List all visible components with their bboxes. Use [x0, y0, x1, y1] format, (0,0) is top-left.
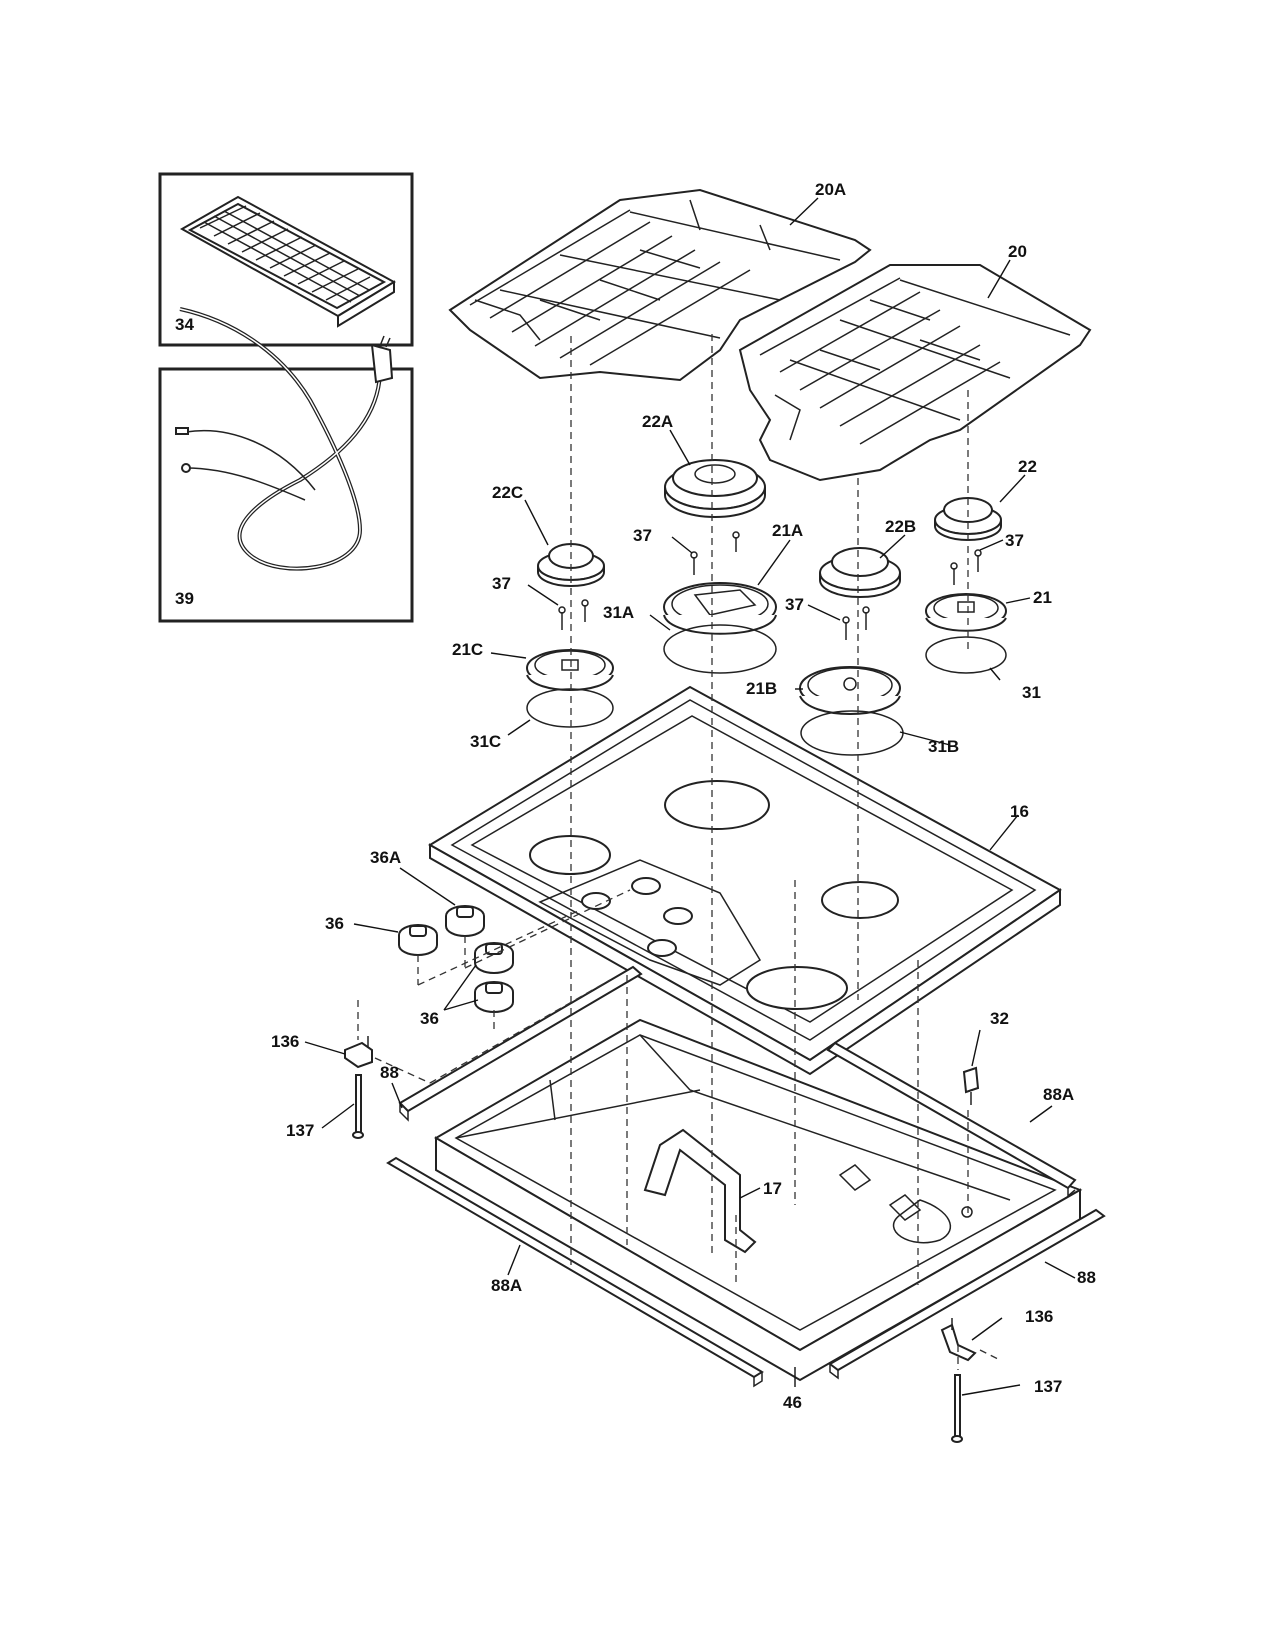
label-21a: 21A: [772, 521, 803, 540]
front-trim-88-right: [828, 1208, 1106, 1380]
knob-36a: [445, 905, 485, 937]
label-22b: 22B: [885, 517, 916, 536]
alignment-lines: [357, 334, 1001, 1370]
label-137-b: 137: [1034, 1377, 1062, 1396]
label-17: 17: [763, 1179, 782, 1198]
label-137-a: 137: [286, 1121, 314, 1140]
grate-20a: [448, 188, 872, 382]
label-37-b: 37: [492, 574, 511, 593]
label-136-a: 136: [271, 1032, 299, 1051]
knob-36-lower: [474, 981, 514, 1013]
label-37-d: 37: [1005, 531, 1024, 550]
gasket-31c: [526, 688, 614, 728]
label-21: 21: [1033, 588, 1052, 607]
bracket-17: [643, 1128, 757, 1254]
label-88-a: 88: [380, 1063, 399, 1082]
burner-cap-22a: [664, 459, 766, 518]
inset-box-griddle: [158, 172, 414, 347]
side-trim-88-left: [398, 965, 643, 1122]
power-cord: [175, 307, 394, 571]
part-labels: 34 39 20A 20 22A 22C 22B 22 37 37 37 37 …: [175, 180, 1096, 1412]
label-34: 34: [175, 315, 194, 334]
label-39: 39: [175, 589, 194, 608]
label-22: 22: [1018, 457, 1037, 476]
orifice-32: [962, 1066, 980, 1105]
grate-20: [738, 264, 1092, 482]
clip-136-left: [344, 1036, 373, 1069]
side-trim-88a-right: [826, 1041, 1077, 1198]
screw-137-right: [951, 1374, 963, 1443]
griddle-accessory: [179, 195, 397, 328]
label-31b: 31B: [928, 737, 959, 756]
label-31c: 31C: [470, 732, 501, 751]
screw-137-left: [352, 1074, 364, 1139]
label-22c: 22C: [492, 483, 523, 502]
label-32: 32: [990, 1009, 1009, 1028]
gasket-31b: [800, 710, 904, 756]
label-88a-b: 88A: [491, 1276, 522, 1295]
cooktop-top-16: [428, 685, 1062, 1076]
label-31a: 31A: [603, 603, 634, 622]
burner-base-21c: [526, 649, 614, 691]
knob-36-middle: [474, 942, 514, 974]
gasket-31a: [663, 624, 777, 674]
gasket-31: [925, 636, 1007, 674]
front-trim-88a: [386, 1156, 764, 1388]
burner-base-21a: [663, 582, 777, 635]
burner-base-21: [925, 593, 1007, 632]
label-21c: 21C: [452, 640, 483, 659]
label-36a: 36A: [370, 848, 401, 867]
knob-36-left: [398, 924, 438, 956]
screws-37: [558, 531, 982, 640]
label-36-b: 36: [420, 1009, 439, 1028]
label-88a-a: 88A: [1043, 1085, 1074, 1104]
burner-cap-22b: [819, 547, 901, 598]
label-37-c: 37: [785, 595, 804, 614]
burner-box-46: [434, 1018, 1083, 1382]
label-136-b: 136: [1025, 1307, 1053, 1326]
label-88-b: 88: [1077, 1268, 1096, 1287]
label-46: 46: [783, 1393, 802, 1412]
label-36-a: 36: [325, 914, 344, 933]
label-20: 20: [1008, 242, 1027, 261]
label-22a: 22A: [642, 412, 673, 431]
label-37-a: 37: [633, 526, 652, 545]
label-16: 16: [1010, 802, 1029, 821]
burner-base-21b: [799, 666, 901, 715]
label-21b: 21B: [746, 679, 777, 698]
clip-136-right: [940, 1318, 977, 1362]
label-31: 31: [1022, 683, 1041, 702]
label-20a: 20A: [815, 180, 846, 199]
leader-lines: [304, 197, 1076, 1396]
inset-box-wiring-harness: [158, 307, 414, 623]
